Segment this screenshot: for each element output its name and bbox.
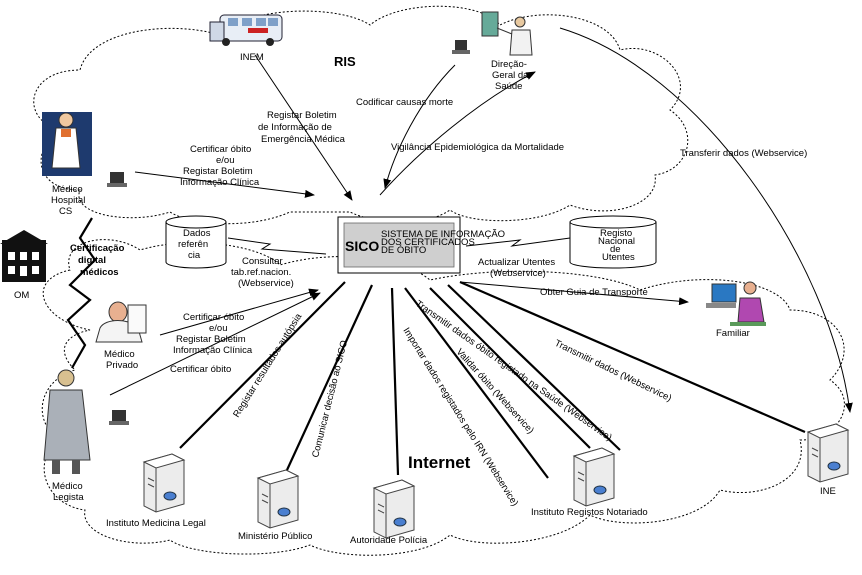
mp-label: Ministério Público (238, 531, 312, 542)
certificacao-label: Certificação digital médicos (70, 243, 125, 278)
sico-subtitle-2: DOS CERTIFICADOS (381, 237, 475, 248)
ris-label: RIS (334, 54, 356, 69)
ine-label: INE (820, 486, 836, 497)
server-icon (806, 423, 850, 483)
internet-cloud (41, 239, 845, 556)
label-vigilancia: Vigilância Epidemiológica da Mortalidade (391, 142, 564, 153)
certificacao-link (66, 217, 97, 369)
svg-text:Informação Clínica: Informação Clínica (180, 177, 260, 188)
svg-text:de Informação de: de Informação de (258, 122, 332, 133)
family-computer-icon (706, 281, 766, 326)
svg-text:de: de (610, 244, 621, 255)
svg-text:Registar Boletim: Registar Boletim (176, 334, 246, 345)
svg-text:e/ou: e/ou (216, 155, 235, 166)
label-privado-flow: Certificar óbito e/ou Registar Boletim I… (173, 312, 253, 356)
sico-logo: SICO (345, 238, 379, 254)
label-decisao: Comunicar decisão ao SICO (310, 339, 350, 458)
svg-text:médicos: médicos (80, 267, 119, 278)
inem-label: INEM (240, 52, 264, 63)
svg-text:Dados: Dados (183, 228, 211, 239)
svg-text:Consultar: Consultar (242, 256, 283, 267)
label-guia: Obter Guia de Transporte (540, 287, 648, 298)
svg-text:Certificar óbito: Certificar óbito (190, 144, 251, 155)
sico-subtitle-1: SISTEMA DE INFORMAÇÃO (381, 229, 505, 240)
svg-text:Legista: Legista (53, 492, 84, 503)
label-legista-flow: Certificar óbito (170, 364, 231, 375)
svg-text:Certificar óbito: Certificar óbito (183, 312, 244, 323)
computer-icon (107, 172, 127, 187)
svg-text:cia: cia (188, 250, 201, 261)
label-codificar: Codificar causas morte (356, 97, 453, 108)
label-hospital-flow: Certificar óbito e/ou Registar Boletim I… (180, 144, 260, 188)
svg-text:Privado: Privado (106, 360, 138, 371)
svg-text:Hospital: Hospital (51, 195, 85, 206)
label-autopsia: Registar resultados autópsia (231, 311, 305, 420)
svg-text:CS: CS (59, 206, 72, 217)
svg-text:Registar Boletim: Registar Boletim (267, 110, 337, 121)
medico-privado-label: Médico Privado (104, 349, 138, 371)
familiar-label: Familiar (716, 328, 750, 339)
computer-icon (452, 40, 470, 54)
computer-icon (109, 410, 129, 425)
svg-text:tab.ref.nacion.: tab.ref.nacion. (231, 267, 291, 278)
label-transmitir-saude: Transmitir dados óbito registado na Saúd… (413, 298, 614, 443)
label-inem-flow: Registar Boletim de Informação de Emergê… (258, 110, 346, 145)
svg-text:Médico: Médico (52, 184, 83, 195)
svg-text:Saúde: Saúde (495, 81, 522, 92)
doctor-private-icon (95, 301, 147, 343)
presenter-icon (481, 11, 533, 56)
dados-referencia-db: Dados referên cia (165, 215, 227, 269)
irn-label: Instituto Registos Notariado (531, 507, 648, 518)
server-icon (372, 479, 416, 539)
svg-text:Actualizar Utentes: Actualizar Utentes (478, 257, 555, 268)
sico-subtitle-3: DE ÓBITO (381, 245, 426, 256)
svg-text:Informação Clínica: Informação Clínica (173, 345, 253, 356)
doctor-legist-icon (43, 369, 91, 474)
svg-text:Emergência Médica: Emergência Médica (261, 134, 346, 145)
server-icon (572, 447, 616, 507)
svg-text:Geral da: Geral da (492, 70, 529, 81)
label-transferir: Transferir dados (Webservice) (680, 148, 807, 159)
svg-text:(Webservice): (Webservice) (490, 268, 546, 279)
sico-box: SICO SISTEMA DE INFORMAÇÃO DOS CERTIFICA… (337, 216, 505, 274)
iml-label: Instituto Medicina Legal (106, 518, 206, 529)
svg-text:referên: referên (178, 239, 208, 250)
svg-text:Registar Boletim: Registar Boletim (183, 166, 253, 177)
building-icon (0, 230, 48, 282)
svg-text:Nacional: Nacional (598, 236, 635, 247)
svg-text:e/ou: e/ou (209, 323, 228, 334)
server-icon (256, 469, 300, 529)
label-actualizar: Actualizar Utentes (Webservice) (478, 257, 555, 279)
svg-text:Médico: Médico (52, 481, 83, 492)
dgs-label: Direção- Geral da Saúde (491, 59, 529, 92)
svg-text:Registo: Registo (600, 228, 632, 239)
label-consultar: Consultar tab.ref.nacion. (Webservice) (231, 256, 294, 289)
svg-text:(Webservice): (Webservice) (238, 278, 294, 289)
svg-text:Direção-: Direção- (491, 59, 527, 70)
svg-text:digital: digital (78, 255, 106, 266)
doctor-hospital-icon (42, 112, 92, 176)
policia-label: Autoridade Polícia (350, 535, 428, 546)
rnu-db: Registo Nacional de Utentes (569, 215, 657, 269)
ambulance-icon (209, 14, 283, 46)
svg-text:Certificação: Certificação (70, 243, 125, 254)
om-label: OM (14, 290, 29, 301)
svg-text:Médico: Médico (104, 349, 135, 360)
server-icon (142, 453, 186, 513)
internet-label: Internet (408, 453, 471, 472)
svg-text:Utentes: Utentes (602, 252, 635, 263)
medico-hospital-label: Médico Hospital CS (51, 184, 85, 217)
medico-legista-label: Médico Legista (52, 481, 84, 503)
